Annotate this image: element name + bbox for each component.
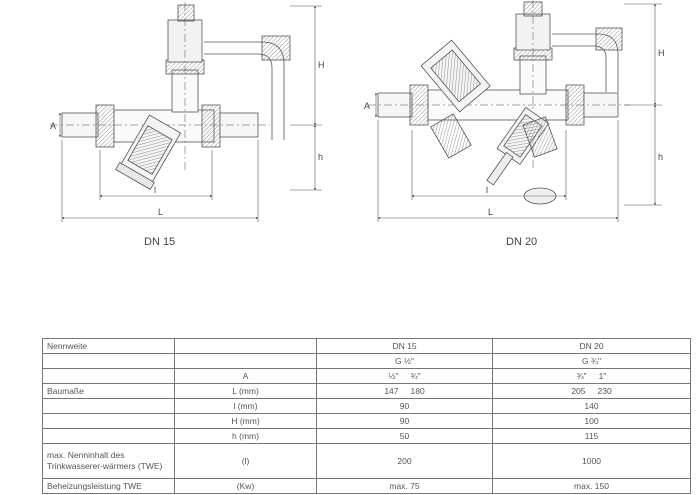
table-row: Beheizungsleistung TWE (Kw) max. 75 max.… (42, 478, 691, 494)
table-row: A ½" ¾" ¾" 1" (42, 368, 691, 384)
l-dn20: 140 (492, 398, 691, 414)
h-dn15: 50 (316, 428, 493, 444)
param-twe: (l) (174, 443, 317, 479)
dn20-dim-l-small: l (486, 185, 488, 195)
power-dn20: max. 150 (492, 478, 691, 494)
L-dn20-first: 205 (571, 385, 586, 396)
technical-drawings: A l L H h (50, 0, 665, 222)
dn20-dim-h-upper: H (658, 48, 665, 58)
dn15-inlet-nut (95, 104, 115, 148)
dn15-dim-l-small: l (154, 185, 156, 195)
table-row: Nennweite DN 15 DN 20 (42, 338, 691, 354)
dn15-dim-l-large: L (158, 207, 163, 217)
table-row: G ½" G ¾" (42, 353, 691, 369)
h-dn20: 115 (492, 428, 691, 444)
twe-dn20: 1000 (492, 443, 691, 479)
param-h: h (mm) (174, 428, 317, 444)
power-label: Beheizungsleistung TWE (42, 478, 175, 494)
a-dn15-second: ¾" (410, 370, 421, 381)
dn15-outlet-nut (201, 104, 221, 148)
l-dn15: 90 (316, 398, 493, 414)
header-label: Nennweite (42, 338, 175, 354)
param-L: L (mm) (174, 383, 317, 399)
L-dn15-second: 180 (410, 385, 425, 396)
dn20-valve-drawing (368, 0, 630, 205)
dn15-dim-h-lower: h (318, 152, 323, 162)
header-dn20: DN 20 (492, 338, 691, 354)
dn15-dimensions (58, 5, 322, 222)
twe-dn15: 200 (316, 443, 493, 479)
param-power: (Kw) (174, 478, 317, 494)
dn15-strainer (115, 114, 182, 190)
H-dn20: 100 (492, 413, 691, 429)
a-dn20-first: ¾" (576, 370, 587, 381)
header-dn15: DN 15 (316, 338, 493, 354)
dn20-strainer (420, 39, 491, 113)
L-dn20-second: 230 (597, 385, 612, 396)
dn20-caption: DN 20 (506, 236, 538, 248)
twe-label: max. Nenninhalt des Trinkwasserer-wärmer… (42, 443, 175, 479)
dn20-dim-h-lower: h (658, 152, 663, 162)
thread-dn20: G ¾" (492, 353, 691, 369)
table-row: h (mm) 50 115 (42, 428, 691, 444)
power-dn15: max. 75 (316, 478, 493, 494)
baumasse-label: Baumaße (42, 383, 175, 399)
a-dn20-second: 1" (598, 370, 607, 381)
a-dn15-first: ½" (388, 370, 399, 381)
dn20-dim-l-large: L (488, 207, 493, 217)
dn15-caption: DN 15 (144, 236, 176, 248)
table-row: H (mm) 90 100 (42, 413, 691, 429)
dn15-dim-a: A (50, 121, 56, 131)
param-a: A (174, 368, 317, 384)
H-dn15: 90 (316, 413, 493, 429)
table-row: max. Nenninhalt des Trinkwasserer-wärmer… (42, 443, 691, 479)
dn15-outlet-pipe (219, 112, 259, 138)
dn20-dim-a: A (364, 101, 370, 111)
specification-table: Nennweite DN 15 DN 20 G ½" G ¾" A ½" ¾" ¾… (42, 338, 691, 494)
dn15-dim-h-upper: H (318, 60, 325, 70)
dn20-dimensions (374, 3, 662, 222)
table-row: Baumaße L (mm) 147 180 205 230 (42, 383, 691, 399)
thread-dn15: G ½" (316, 353, 493, 369)
dn15-valve-drawing (50, 2, 291, 190)
L-dn15-first: 147 (384, 385, 399, 396)
param-l: l (mm) (174, 398, 317, 414)
param-H: H (mm) (174, 413, 317, 429)
table-row: l (mm) 90 140 (42, 398, 691, 414)
